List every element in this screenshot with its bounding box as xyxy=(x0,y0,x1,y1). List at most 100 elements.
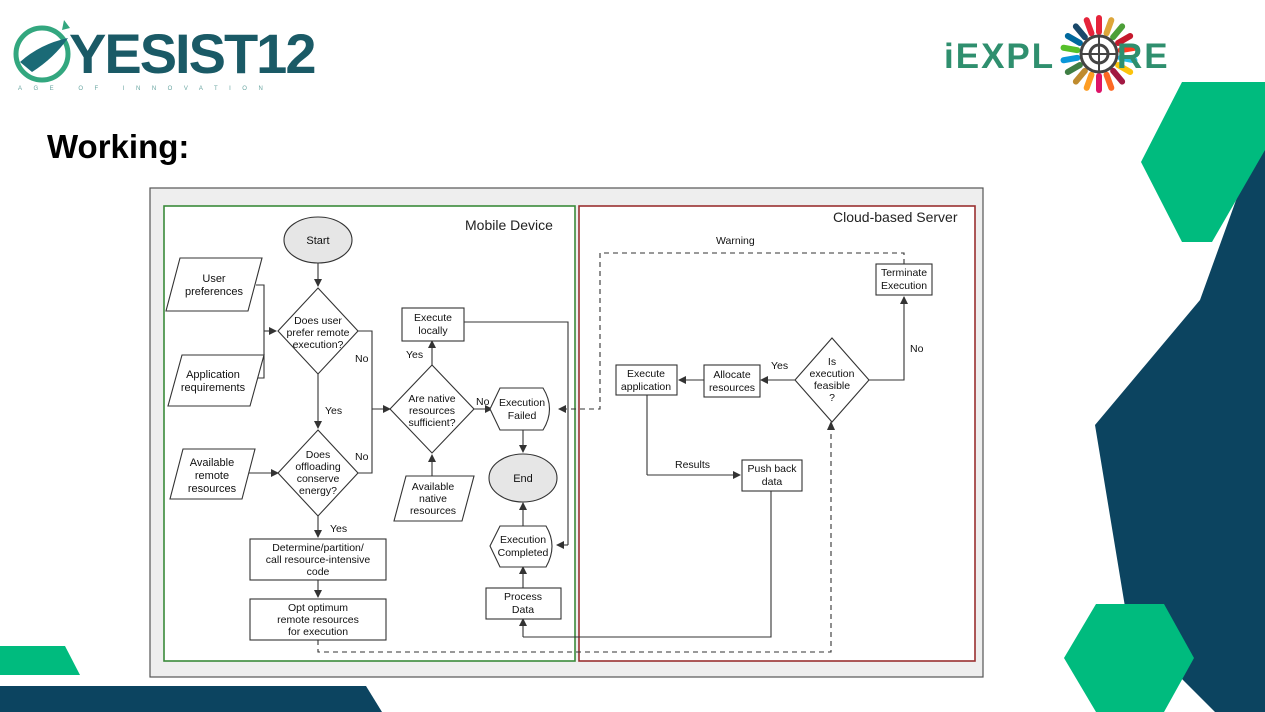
prefer-line-2: prefer remote xyxy=(286,327,349,339)
user-preferences-input xyxy=(165,257,263,312)
native-line-2: resources xyxy=(409,405,455,417)
available-remote-line-1: Available xyxy=(190,457,234,469)
terminate-line-1: Terminate xyxy=(881,267,927,279)
user-preferences-line-1: User xyxy=(202,273,226,285)
determine-line-2: call resource-intensive xyxy=(266,554,371,566)
application-requirements-line-1: Application xyxy=(186,369,240,381)
native-line-3: sufficient? xyxy=(408,417,455,429)
start-node xyxy=(283,216,353,264)
cloud-server-label: Cloud-based Server xyxy=(833,209,958,225)
failed-line-1: Execution xyxy=(499,397,545,409)
opt-optimum-box xyxy=(249,598,387,641)
push-back-data-box xyxy=(741,459,803,492)
edge-label-feasible-no: No xyxy=(910,343,924,355)
completed-line-1: Execution xyxy=(500,534,546,546)
edge-label-prefer-yes: Yes xyxy=(325,405,342,417)
end-label: End xyxy=(513,473,533,485)
decision-prefer-remote xyxy=(277,287,359,375)
execution-completed-node xyxy=(489,525,553,568)
offload-line-1: Does xyxy=(306,449,331,461)
feasible-line-1: Is xyxy=(828,356,836,368)
opt-line-1: Opt optimum xyxy=(288,602,348,614)
exec-local-line-2: locally xyxy=(418,325,448,337)
offload-line-3: conserve xyxy=(297,473,340,485)
terminate-line-2: Execution xyxy=(881,280,927,292)
decision-native-sufficient xyxy=(389,364,475,454)
application-requirements-line-2: requirements xyxy=(181,382,246,394)
yesist-tagline: AGE OF INNOVATION xyxy=(18,86,275,92)
exec-app-line-2: application xyxy=(621,381,671,393)
edge-label-offload-no: No xyxy=(355,451,369,463)
edge-label-feasible-yes: Yes xyxy=(771,360,788,372)
opt-line-3: for execution xyxy=(288,626,348,638)
available-native-resources-input xyxy=(393,475,475,522)
edge-label-warning: Warning xyxy=(716,235,755,247)
determine-partition-label: Determine/partition/call resource-intens… xyxy=(266,542,371,578)
determine-line-3: code xyxy=(307,566,330,578)
edge-label-native-no: No xyxy=(476,396,490,408)
edge-label-offload-yes: Yes xyxy=(330,523,347,535)
available-remote-resources-input xyxy=(169,448,256,500)
offload-line-2: offloading xyxy=(295,461,341,473)
exec-local-line-1: Execute xyxy=(414,312,452,324)
completed-line-2: Completed xyxy=(498,547,549,559)
available-remote-line-3: resources xyxy=(188,483,237,495)
yesist-logo-mark xyxy=(13,20,71,83)
native-line-1: Are native xyxy=(408,393,455,405)
edge-label-prefer-no: No xyxy=(355,353,369,365)
process-line-2: Data xyxy=(512,604,534,616)
allocate-resources-box xyxy=(703,364,761,398)
avail-native-line-3: resources xyxy=(410,505,456,517)
prefer-line-3: execution? xyxy=(293,339,344,351)
green-band-bottom-left xyxy=(0,646,80,675)
iexplore-wheel-icon xyxy=(1060,15,1138,93)
prefer-line-1: Does user xyxy=(294,315,342,327)
edge-label-native-yes: Yes xyxy=(406,349,423,361)
push-line-2: data xyxy=(762,476,783,488)
green-hex-bottom-right xyxy=(1064,604,1194,712)
decision-execution-feasible xyxy=(794,337,870,423)
execution-failed-node xyxy=(489,387,551,431)
execute-locally-box xyxy=(401,307,465,342)
allocate-line-1: Allocate xyxy=(713,369,751,381)
available-remote-line-2: remote xyxy=(195,470,229,482)
yesist-logo-text: YESIST12 xyxy=(69,22,316,85)
decision-offloading-energy xyxy=(277,429,359,517)
push-line-1: Push back xyxy=(747,463,797,475)
offload-line-4: energy? xyxy=(299,485,337,497)
iexplore-text-left: iEXPL xyxy=(944,37,1056,76)
feasible-line-2: execution xyxy=(810,368,855,380)
failed-line-2: Failed xyxy=(508,410,537,422)
edge-label-results: Results xyxy=(675,459,710,471)
process-data-box xyxy=(485,587,562,620)
avail-native-line-2: native xyxy=(419,493,447,505)
end-node xyxy=(488,453,558,503)
slide-title: Working: xyxy=(47,128,190,165)
dark-band-bottom-left xyxy=(0,686,382,712)
determine-line-1: Determine/partition/ xyxy=(272,542,364,554)
allocate-line-2: resources xyxy=(709,382,755,394)
green-hex-top-right xyxy=(1141,82,1265,242)
application-requirements-input xyxy=(167,354,265,407)
user-preferences-line-2: preferences xyxy=(185,286,244,298)
process-line-1: Process xyxy=(504,591,542,603)
mobile-device-label: Mobile Device xyxy=(465,217,553,233)
opt-line-2: remote resources xyxy=(277,614,359,626)
dark-band-right xyxy=(1095,120,1265,712)
